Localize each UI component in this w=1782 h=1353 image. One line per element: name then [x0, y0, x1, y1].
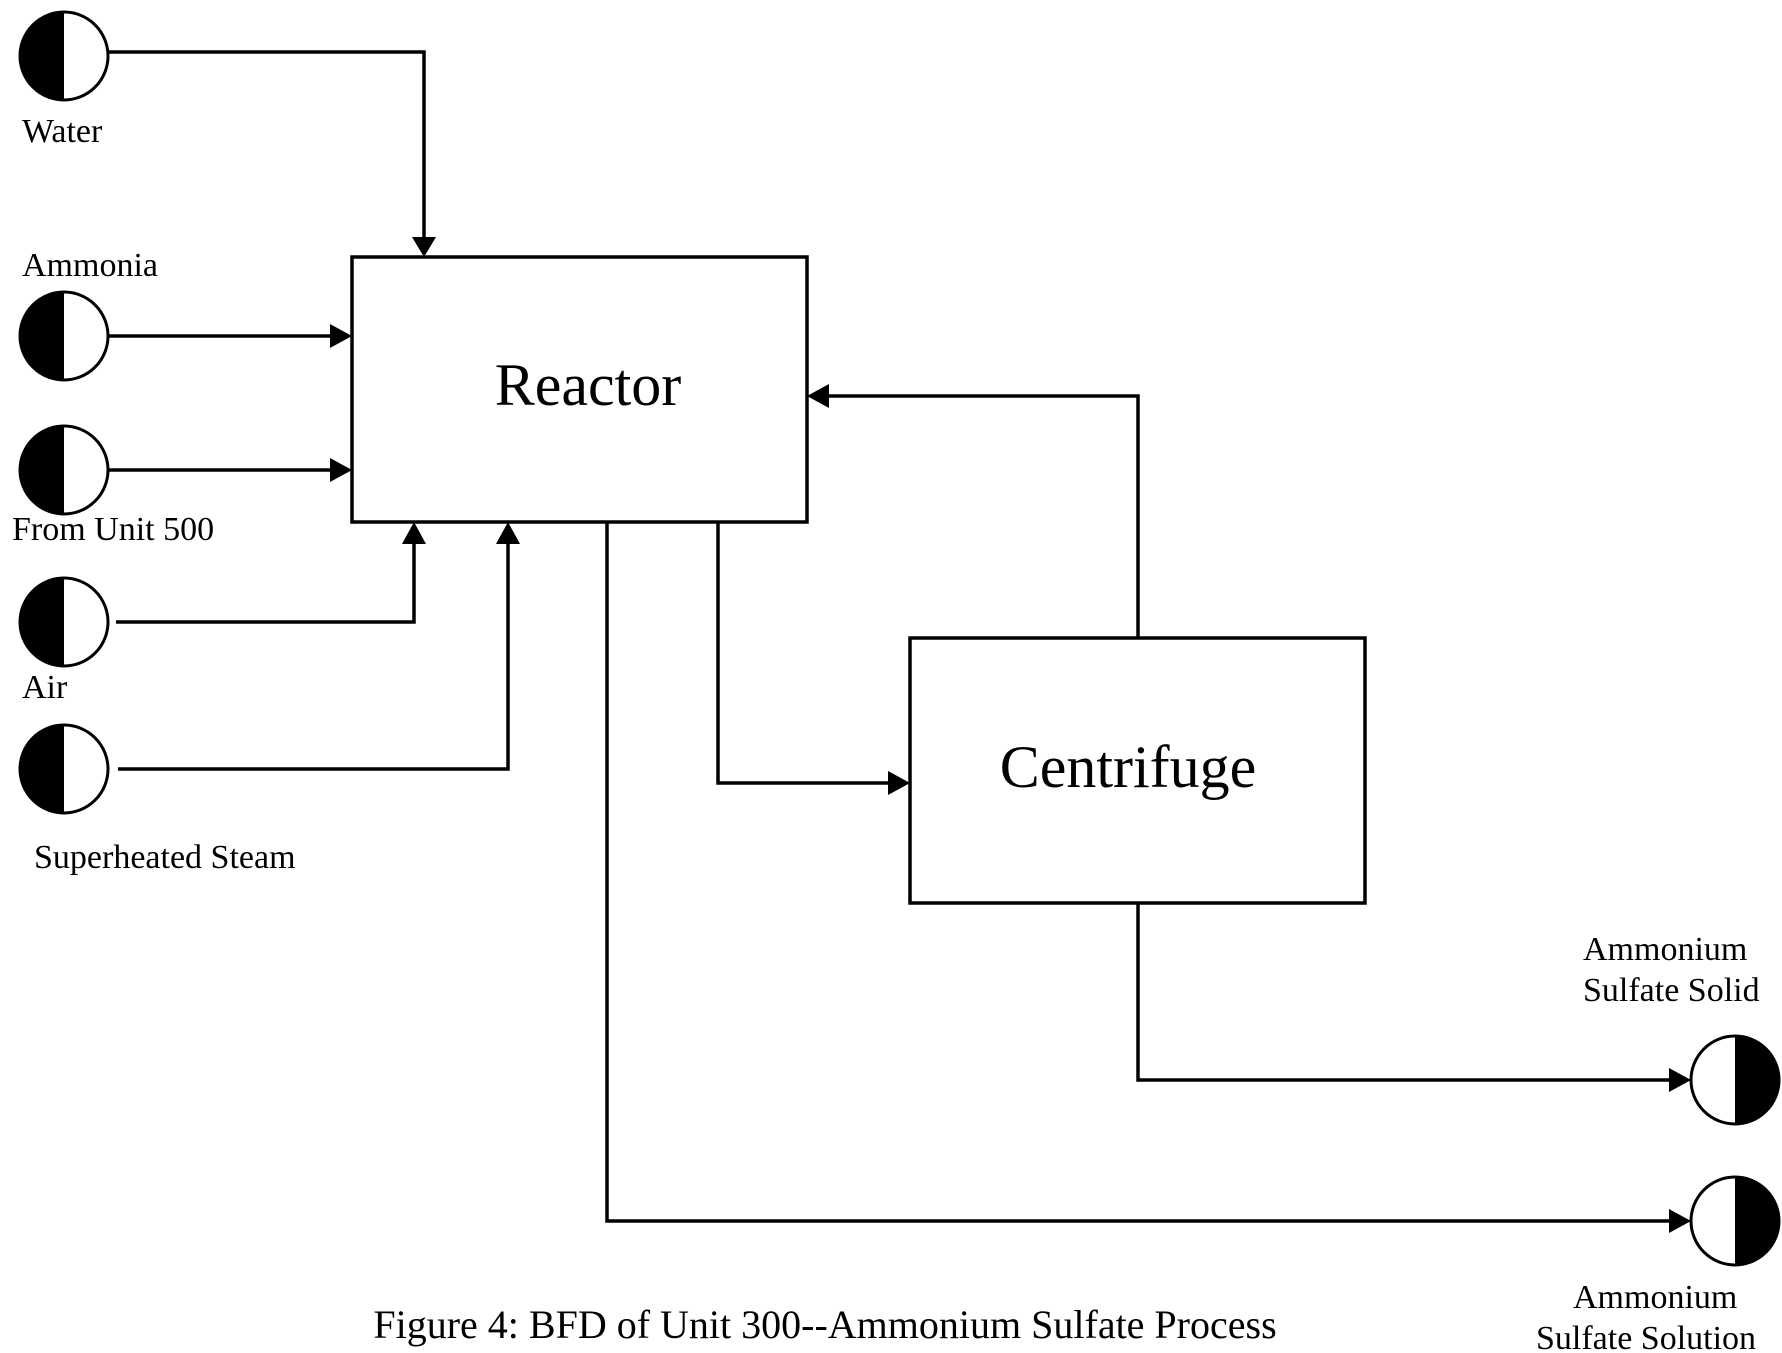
water-stream-line: [108, 50, 426, 240]
water-stream-arrowhead: [412, 237, 436, 257]
water-label: Water: [22, 113, 103, 150]
from-unit-500-terminal-icon: [18, 424, 110, 516]
reactor-to-centrifuge-arrowhead: [888, 771, 910, 795]
ammonia-stream-arrowhead: [330, 324, 352, 348]
from-unit-500-stream-arrowhead: [330, 458, 352, 482]
superheated-steam-stream-line: [118, 540, 510, 771]
superheated-steam-label: Superheated Steam: [34, 839, 296, 876]
reactor-block: [350, 255, 809, 524]
superheated-steam-terminal-icon: [18, 723, 110, 815]
air-label: Air: [22, 669, 68, 706]
reactor-to-centrifuge-line: [716, 522, 893, 785]
air-stream-line: [116, 540, 416, 624]
solid-label-line2: Sulfate Solid: [1583, 972, 1760, 1009]
solution-product-line: [605, 522, 1674, 1223]
ammonium-sulfate-solution-terminal-icon: [1689, 1175, 1781, 1267]
ammonia-terminal-icon: [18, 290, 110, 382]
centrifuge-recycle-arrowhead: [807, 384, 829, 408]
water-terminal-icon: [18, 10, 110, 102]
centrifuge-block: [908, 636, 1367, 905]
solution-product-arrowhead: [1669, 1209, 1691, 1233]
solid-label-line1: Ammonium: [1583, 931, 1747, 968]
figure-caption: Figure 4: BFD of Unit 300--Ammonium Sulf…: [373, 1302, 1276, 1347]
air-terminal-icon: [18, 576, 110, 668]
solution-label-line1: Ammonium: [1573, 1279, 1737, 1316]
reactor-label: Reactor: [495, 352, 682, 418]
solution-label-line2: Sulfate Solution: [1536, 1320, 1756, 1353]
solid-product-line: [1136, 903, 1674, 1082]
centrifuge-label: Centrifuge: [1000, 734, 1257, 800]
ammonium-sulfate-solid-terminal-icon: [1689, 1034, 1781, 1126]
ammonia-label: Ammonia: [22, 247, 158, 284]
from-unit-500-label: From Unit 500: [12, 511, 214, 548]
air-stream-arrowhead: [402, 522, 426, 544]
centrifuge-recycle-line: [824, 394, 1140, 638]
superheated-steam-stream-arrowhead: [496, 522, 520, 544]
solid-product-arrowhead: [1669, 1068, 1691, 1092]
